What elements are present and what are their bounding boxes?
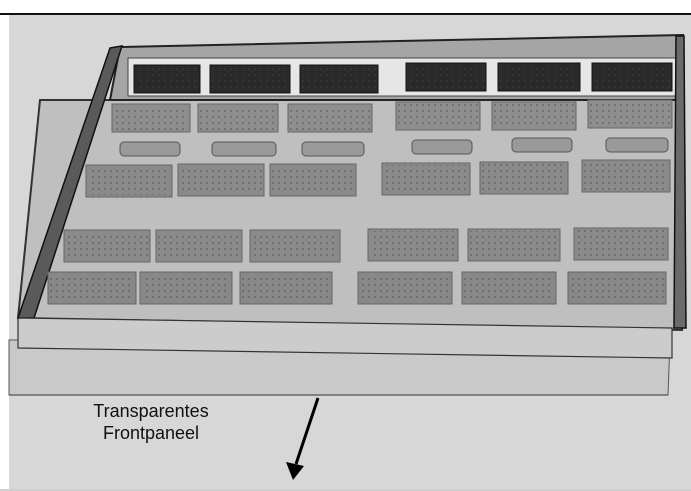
cable-connectors — [119, 137, 669, 157]
transparent-front-panel — [17, 317, 673, 359]
front-panel-callout-label: Transparentes Frontpaneel — [66, 400, 236, 444]
back-row-module-faces — [136, 65, 670, 91]
bottom-border-line — [0, 489, 691, 491]
module-dot-pattern — [50, 102, 670, 302]
callout-line-1: Transparentes — [93, 401, 209, 421]
top-border-line — [0, 13, 691, 15]
right-side-wall — [673, 35, 687, 329]
callout-arrow — [286, 397, 320, 480]
callout-line-2: Frontpaneel — [102, 423, 200, 443]
